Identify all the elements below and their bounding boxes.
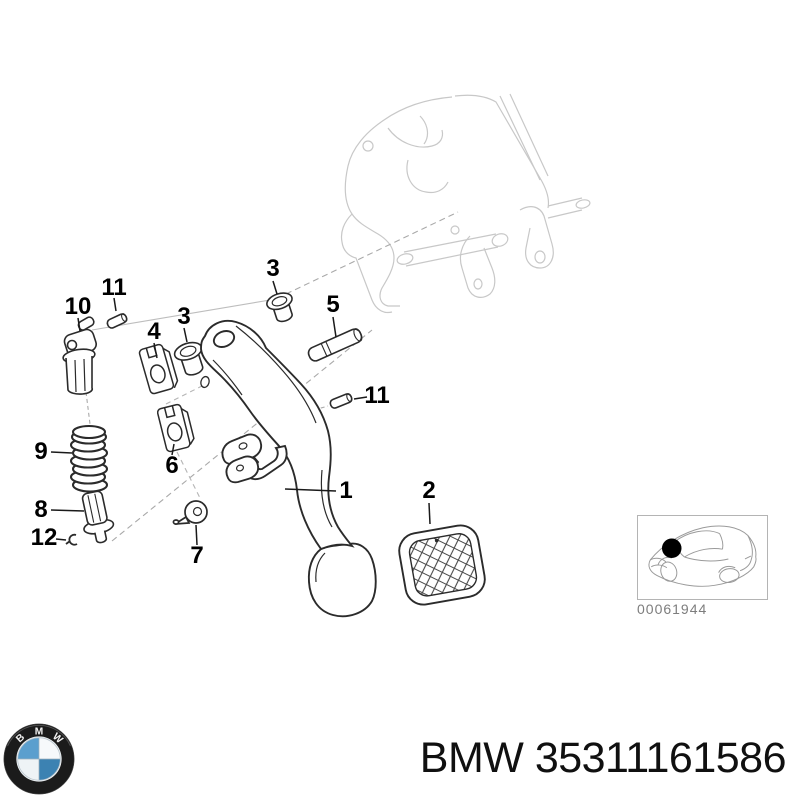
bmw-quadrant-blue-tl [17, 737, 39, 759]
vehicle-thumbnail [637, 515, 768, 600]
callout-label-3-left: 3 [177, 303, 191, 330]
vehicle-outline-icon [648, 525, 757, 587]
callout-label-6: 6 [165, 452, 179, 479]
callout-label-4: 4 [147, 318, 161, 345]
part-12-clip [65, 533, 78, 546]
part-10-pivot-pin [62, 316, 97, 395]
bmw-quadrant-blue-br [39, 759, 61, 781]
callout-label-10: 10 [64, 293, 92, 320]
part-1-pedal-arm [200, 320, 377, 618]
part-4-clip [138, 343, 179, 395]
part-11-pin-right [329, 393, 353, 409]
part-2-pedal-pad [398, 524, 486, 606]
part-6-clip [156, 403, 195, 453]
construction-lines [85, 211, 459, 542]
part-location-dot [661, 538, 682, 558]
callout-label-11-left: 11 [101, 274, 127, 301]
part-3-bushing-left [173, 341, 204, 376]
callout-label-12: 12 [30, 524, 58, 551]
part-11-pin-left [106, 313, 128, 329]
callout-label-2: 2 [422, 477, 436, 504]
support-bracket-sketch [340, 93, 591, 314]
part-5-pin [307, 328, 363, 362]
callout-label-3-upper: 3 [266, 255, 280, 282]
part-8-stop-buffer [81, 490, 115, 544]
part-9-spring [69, 424, 109, 493]
callout-label-9: 9 [34, 438, 48, 465]
leader-lines [50, 280, 431, 546]
thumbnail-image-number: 00061944 [637, 601, 708, 617]
bmw-roundel-icon: B M W [3, 723, 75, 795]
part-number-label: BMW 35311161586 [419, 734, 787, 782]
part-3-bushing-top [266, 292, 293, 323]
footer: B M W BMW 35311161586 [0, 714, 800, 800]
callout-label-8: 8 [34, 496, 48, 523]
bmw-letter-m: M [35, 726, 43, 737]
callout-label-1: 1 [339, 477, 353, 504]
callout-label-7: 7 [190, 542, 204, 569]
part-7-grommet [172, 500, 208, 525]
callout-label-11-right: 11 [364, 382, 390, 409]
callout-label-5: 5 [326, 291, 340, 318]
